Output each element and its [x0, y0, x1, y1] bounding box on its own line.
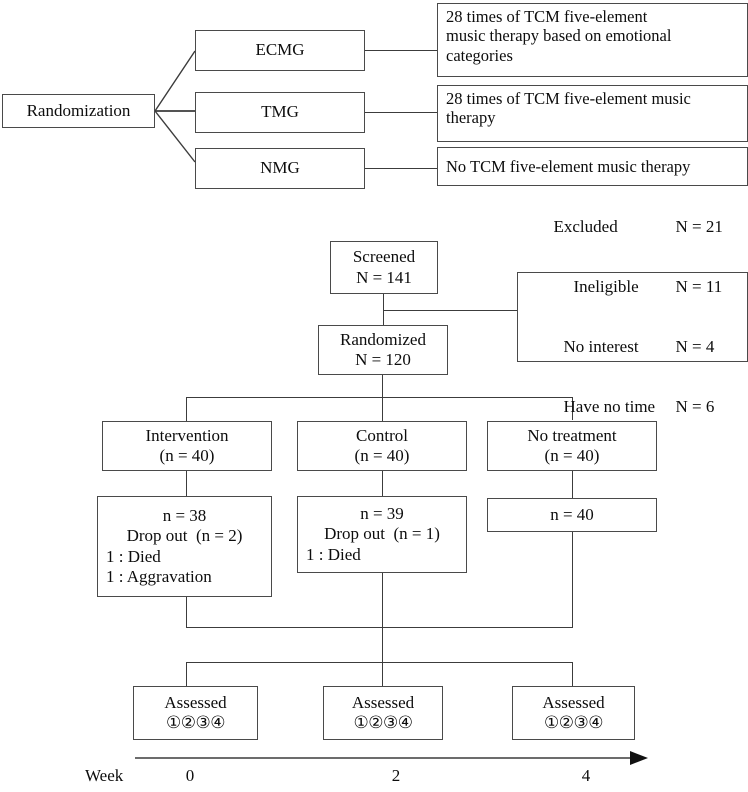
connector-arm-noTreatment: [572, 397, 574, 420]
screened-count: N = 141: [356, 267, 412, 287]
connector-ecmg-detail: [365, 50, 437, 52]
assessed-title-2: Assessed: [542, 692, 605, 712]
group-detail-text-ecmg: 28 times of TCM five-element music thera…: [446, 7, 672, 65]
group-box-tmg: TMG: [195, 92, 365, 133]
excluded-row-2: No interest N = 4: [528, 317, 715, 377]
connector-control-merge: [382, 573, 384, 663]
group-label-ecmg: ECMG: [255, 40, 305, 60]
followup-line-1-intervention: Drop out (n = 2): [126, 526, 243, 546]
group-detail-text-tmg: 28 times of TCM five-element music thera…: [446, 89, 691, 128]
group-box-nmg: NMG: [195, 148, 365, 189]
assessed-title-0: Assessed: [164, 692, 227, 712]
connector-arms-bar: [186, 397, 573, 399]
group-box-ecmg: ECMG: [195, 30, 365, 71]
group-detail-ecmg: 28 times of TCM five-element music thera…: [437, 3, 748, 77]
excluded-row-0: Excluded N = 21: [528, 197, 723, 257]
excluded-value-3: N = 6: [675, 397, 715, 417]
randomization-label: Randomization: [26, 100, 131, 120]
connector-assessed-bar: [186, 662, 573, 664]
arm-box-no-treatment: No treatment (n = 40): [487, 421, 657, 471]
timeline-axis-label: Week: [85, 766, 124, 785]
followup-line-2-control: 1 : Died: [306, 544, 361, 564]
excluded-value-0: N = 21: [675, 216, 723, 236]
group-detail-nmg: No TCM five-element music therapy: [437, 147, 748, 186]
connector-tmg-detail: [365, 112, 437, 114]
followup-line-0-intervention: n = 38: [162, 506, 207, 526]
arm-n-control: (n = 40): [354, 446, 410, 465]
excluded-value-2: N = 4: [675, 337, 715, 357]
connector-assessed-1: [382, 662, 384, 686]
excluded-row-3: Have no time N = 6: [528, 377, 715, 437]
followup-line-2-intervention: 1 : Died: [106, 546, 161, 566]
followup-line-1-control: Drop out (n = 1): [324, 524, 440, 544]
assessed-title-1: Assessed: [351, 692, 415, 712]
followup-line-0-no-treatment: n = 40: [550, 504, 594, 524]
connector-excluded: [383, 310, 517, 312]
excluded-label-0: Excluded: [553, 216, 618, 236]
connector-arm-intervention: [186, 397, 188, 421]
assessed-box-0: Assessed ①②③④: [133, 686, 258, 740]
screened-box: Screened N = 141: [330, 241, 438, 294]
screened-title: Screened: [352, 247, 416, 267]
excluded-label-1: Ineligible: [573, 276, 639, 296]
excluded-box: Excluded N = 21 Ineligible N = 11 No inter…: [517, 217, 748, 416]
timeline-tick-0: 0: [185, 766, 195, 785]
assessed-items-0: ①②③④: [166, 713, 225, 732]
excluded-label-2: No interest: [563, 337, 639, 357]
arm-title-intervention: Intervention: [145, 425, 229, 445]
arm-title-no-treatment: No treatment: [527, 425, 617, 445]
excluded-row-1: Ineligible N = 11: [528, 257, 723, 317]
followup-box-control: n = 39 Drop out (n = 1) 1 : Died: [297, 496, 467, 573]
assessed-items-2: ①②③④: [544, 713, 603, 732]
connector-no-treatment-merge: [572, 532, 574, 628]
arm-n-intervention: (n = 40): [159, 446, 215, 465]
connector-intervention-followup: [186, 471, 188, 496]
timeline-tick-1: 2: [391, 766, 401, 785]
assessed-items-1: ①②③④: [353, 713, 413, 732]
connector-assessed-2: [572, 662, 574, 686]
randomized-box: Randomized N = 120: [318, 325, 448, 375]
group-label-nmg: NMG: [260, 158, 300, 178]
connector-nmg-detail: [365, 168, 437, 170]
followup-box-intervention: n = 38 Drop out (n = 2) 1 : Died 1 : Agg…: [97, 496, 272, 597]
connector-control-followup: [382, 471, 384, 496]
excluded-label-3: Have no time: [563, 397, 656, 417]
arm-n-no-treatment: (n = 40): [544, 446, 600, 465]
followup-line-3-intervention: 1 : Aggravation: [106, 566, 212, 586]
connector-merge-bar: [186, 627, 573, 629]
followup-box-no-treatment: n = 40: [487, 498, 657, 532]
arm-title-control: Control: [356, 425, 408, 445]
connector-intervention-merge: [186, 597, 188, 628]
randomized-title: Randomized: [340, 329, 426, 349]
arm-branch-connectors: [154, 50, 197, 163]
connector-no-treatment-followup: [572, 471, 574, 498]
assessed-box-1: Assessed ①②③④: [323, 686, 443, 740]
assessed-box-2: Assessed ①②③④: [512, 686, 635, 740]
timeline-tick-2: 4: [581, 766, 591, 785]
connector-assessed-0: [186, 662, 188, 686]
group-detail-text-nmg: No TCM five-element music therapy: [446, 156, 691, 176]
followup-line-0-control: n = 39: [360, 504, 404, 524]
randomization-box: Randomization: [2, 94, 155, 128]
connector-screened-randomized: [383, 294, 385, 325]
group-label-tmg: TMG: [261, 102, 299, 122]
arm-box-intervention: Intervention (n = 40): [102, 421, 272, 471]
arm-box-control: Control (n = 40): [297, 421, 467, 471]
excluded-value-1: N = 11: [675, 276, 723, 296]
group-detail-tmg: 28 times of TCM five-element music thera…: [437, 85, 748, 142]
randomized-count: N = 120: [355, 350, 411, 369]
timeline-axis: [135, 751, 648, 765]
